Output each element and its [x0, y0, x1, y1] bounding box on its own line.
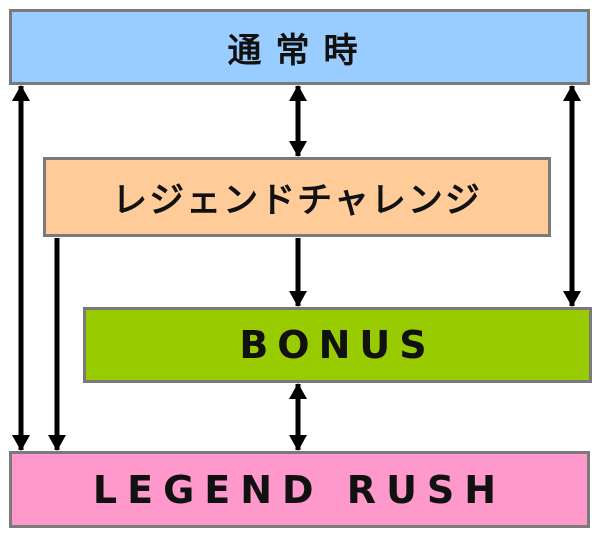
state-bonus-box: BONUS — [83, 307, 592, 383]
state-legend-challenge-box: レジェンドチャレンジ — [43, 157, 551, 237]
state-bonus-label: BONUS — [239, 323, 436, 367]
state-legend-challenge-label: レジェンドチャレンジ — [112, 180, 482, 221]
state-legend-rush-label: LEGEND RUSH — [92, 467, 507, 512]
state-normal-box: 通常時 — [9, 9, 590, 85]
state-legend-rush-box: LEGEND RUSH — [9, 451, 590, 528]
state-normal-label: 通常時 — [227, 30, 372, 71]
